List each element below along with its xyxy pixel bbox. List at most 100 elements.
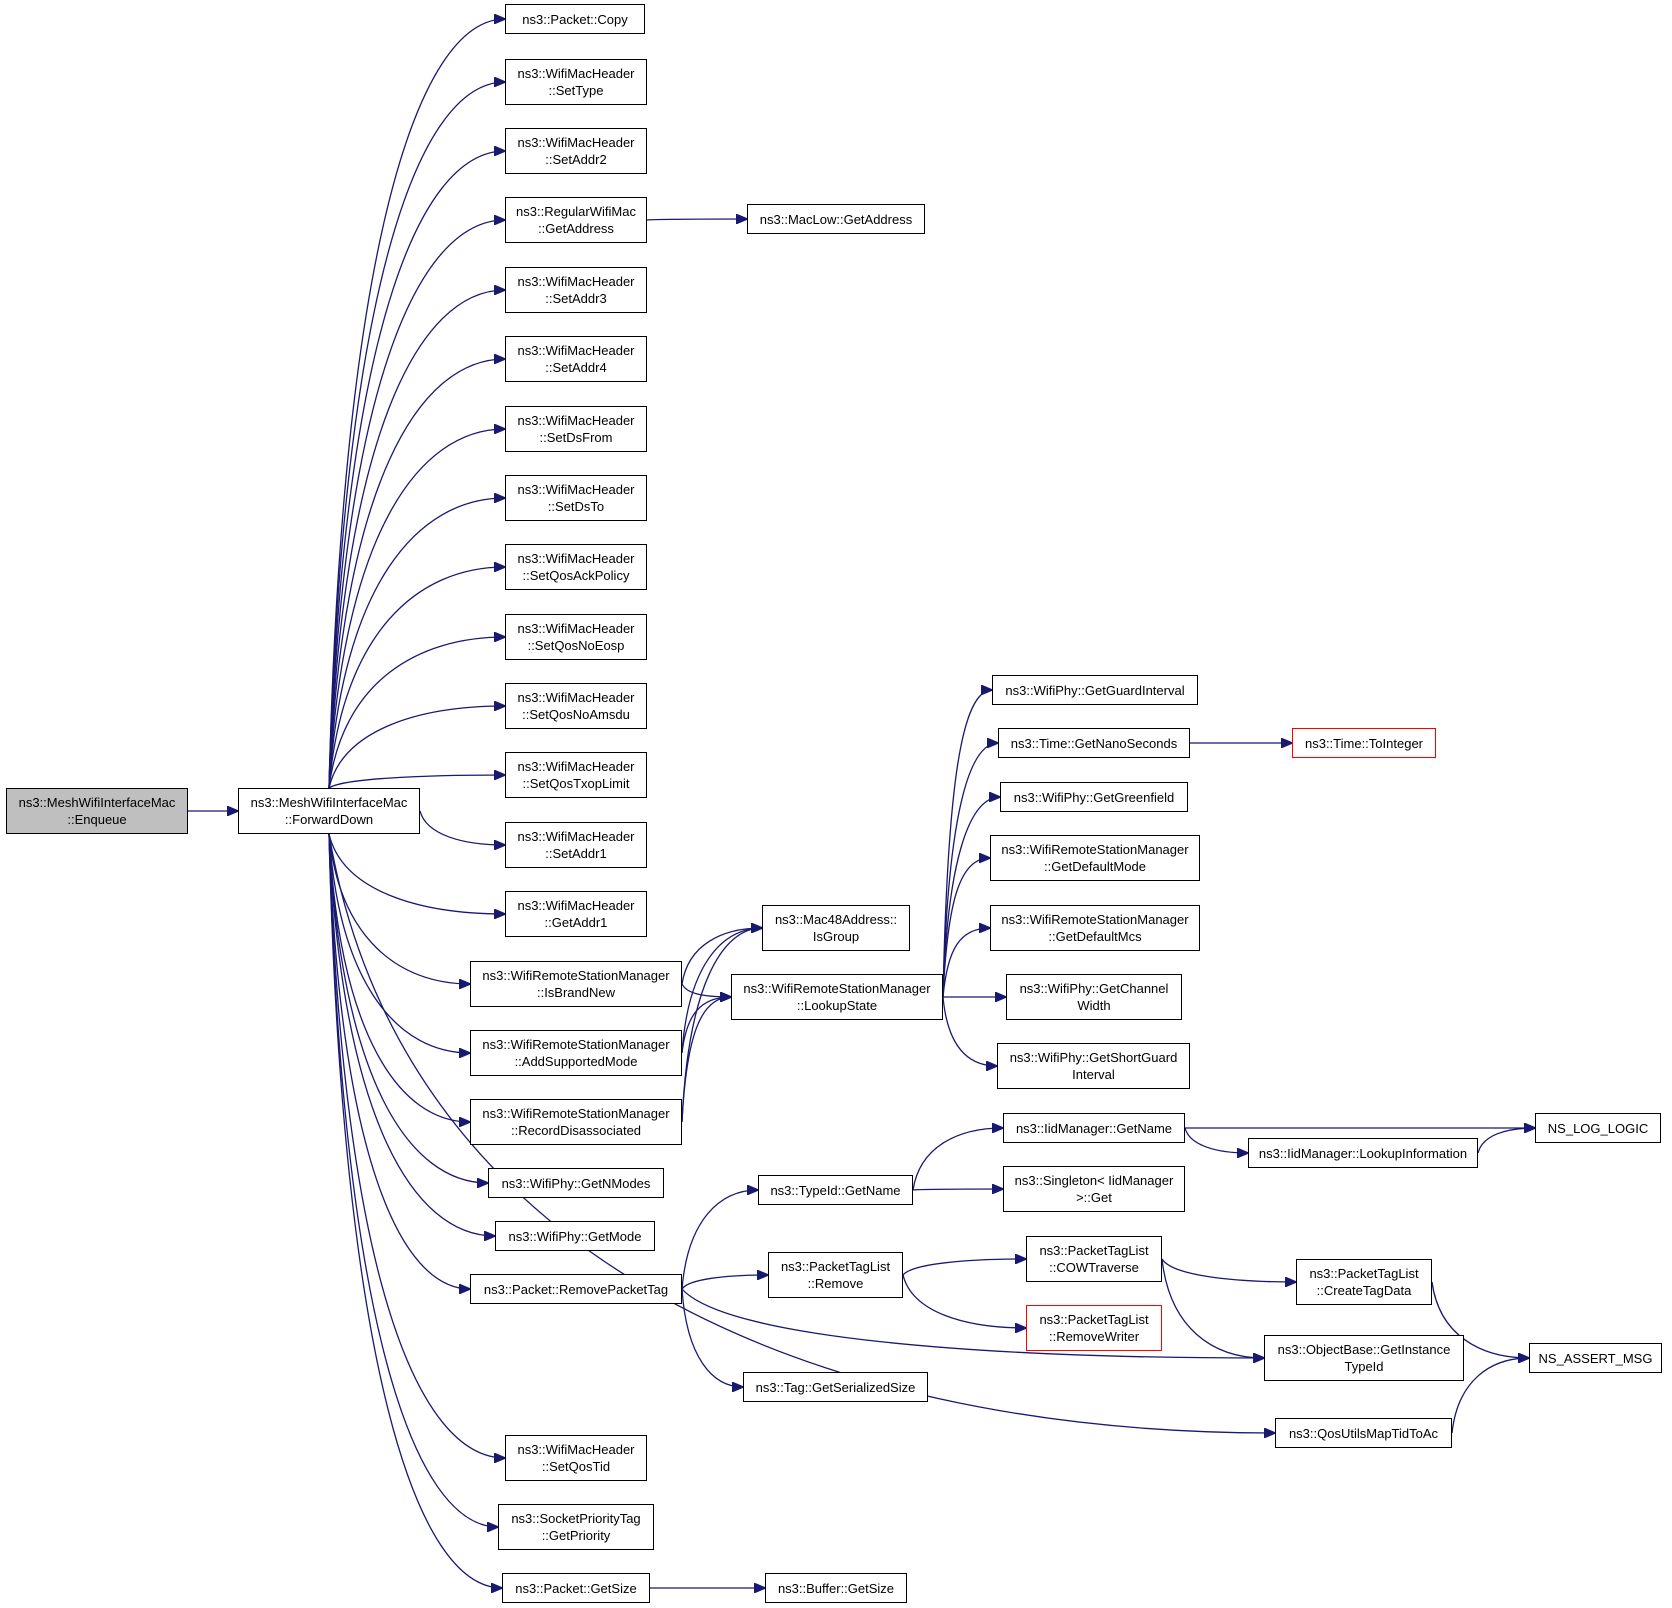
node-setqosnoamsdu[interactable]: ns3::WifiMacHeader::SetQosNoAmsdu xyxy=(505,683,647,729)
edge-iidgetname-to-lookupinformation xyxy=(1184,1127,1248,1153)
node-label-line: ns3::Mac48Address:: xyxy=(774,912,898,927)
edge-lookupstate-to-getnanoseconds xyxy=(942,743,998,998)
node-getpriority[interactable]: ns3::SocketPriorityTag::GetPriority xyxy=(498,1504,654,1550)
node-nsloglogic[interactable]: NS_LOG_LOGIC xyxy=(1535,1113,1661,1143)
edge-removepackettag-to-ptlremove xyxy=(681,1275,768,1290)
node-label-line: ::SetQosTxopLimit xyxy=(522,776,630,791)
node-typeidgetname[interactable]: ns3::TypeId::GetName xyxy=(758,1175,913,1205)
node-label-line: ::SetQosAckPolicy xyxy=(522,568,630,583)
node-label: ns3::IidManager::LookupInformation xyxy=(1259,1145,1467,1162)
edge-cowtraverse-to-createtagdata xyxy=(1161,1258,1296,1282)
node-label-line: ns3::WifiPhy::GetGuardInterval xyxy=(1005,682,1185,698)
node-createtagdata[interactable]: ns3::PacketTagList::CreateTagData xyxy=(1296,1259,1432,1305)
node-label: ns3::WifiRemoteStationManager::GetDefaul… xyxy=(1001,911,1188,945)
node-label: ns3::SocketPriorityTag::GetPriority xyxy=(511,1510,640,1544)
node-setdsto[interactable]: ns3::WifiMacHeader::SetDsTo xyxy=(505,475,647,521)
node-isgroup[interactable]: ns3::Mac48Address::IsGroup xyxy=(762,905,910,951)
node-cowtraverse[interactable]: ns3::PacketTagList::COWTraverse xyxy=(1026,1236,1162,1282)
node-label-line: ns3::PacketTagList xyxy=(1309,1266,1419,1281)
node-addsupportedmode[interactable]: ns3::WifiRemoteStationManager::AddSuppor… xyxy=(470,1030,682,1076)
node-label-line: ns3::WifiRemoteStationManager xyxy=(482,1037,670,1052)
node-buffergetsize[interactable]: ns3::Buffer::GetSize xyxy=(765,1573,907,1603)
node-lookupinformation[interactable]: ns3::IidManager::LookupInformation xyxy=(1248,1138,1478,1168)
node-getserializedsize[interactable]: ns3::Tag::GetSerializedSize xyxy=(743,1372,928,1402)
node-label-line: ::ForwardDown xyxy=(284,812,374,827)
node-label-line: ns3::WifiPhy::GetChannel xyxy=(1019,981,1169,996)
node-packetgetsize[interactable]: ns3::Packet::GetSize xyxy=(502,1573,650,1603)
node-getnanoseconds[interactable]: ns3::Time::GetNanoSeconds xyxy=(998,728,1190,758)
node-label: ns3::IidManager::GetName xyxy=(1016,1120,1172,1137)
node-setaddr2[interactable]: ns3::WifiMacHeader::SetAddr2 xyxy=(505,128,647,174)
node-getgreenfield[interactable]: ns3::WifiPhy::GetGreenfield xyxy=(1000,782,1188,812)
node-maclow[interactable]: ns3::MacLow::GetAddress xyxy=(747,204,925,234)
node-ptlremove[interactable]: ns3::PacketTagList::Remove xyxy=(768,1252,903,1298)
node-enqueue: ns3::MeshWifiInterfaceMac::Enqueue xyxy=(6,788,188,834)
node-label-line: ns3::WifiMacHeader xyxy=(517,759,635,774)
node-label: ns3::TypeId::GetName xyxy=(770,1182,900,1199)
node-lookupstate[interactable]: ns3::WifiRemoteStationManager::LookupSta… xyxy=(731,974,943,1020)
node-getguardinterval[interactable]: ns3::WifiPhy::GetGuardInterval xyxy=(992,675,1198,705)
node-label-line: ::SetType xyxy=(548,83,604,98)
node-setqostid[interactable]: ns3::WifiMacHeader::SetQosTid xyxy=(505,1435,647,1481)
node-label-line: ::RecordDisassociated xyxy=(510,1123,642,1138)
node-label: ns3::PacketTagList::RemoveWriter xyxy=(1039,1311,1148,1345)
node-qosutils[interactable]: ns3::QosUtilsMapTidToAc xyxy=(1275,1418,1452,1448)
node-label-line: ns3::WifiPhy::GetMode xyxy=(508,1228,642,1244)
node-nsassertmsg[interactable]: NS_ASSERT_MSG xyxy=(1529,1343,1662,1373)
node-label: ns3::Packet::Copy xyxy=(522,11,628,28)
edge-removepackettag-to-typeidgetname xyxy=(681,1190,758,1290)
node-singletonget[interactable]: ns3::Singleton< IidManager>::Get xyxy=(1003,1166,1185,1212)
node-label-line: ns3::WifiRemoteStationManager xyxy=(743,981,931,996)
node-label-line: ::SetQosTid xyxy=(541,1459,611,1474)
edge-lookupstate-to-getguardinterval xyxy=(942,690,992,998)
node-removepackettag[interactable]: ns3::Packet::RemovePacketTag xyxy=(470,1274,682,1304)
node-label-line: ::RemoveWriter xyxy=(1048,1329,1140,1344)
node-iidgetname[interactable]: ns3::IidManager::GetName xyxy=(1003,1113,1185,1143)
node-label-line: IsGroup xyxy=(812,929,860,944)
node-label-line: ns3::WifiMacHeader xyxy=(517,482,635,497)
edge-removepackettag-to-getserializedsize xyxy=(681,1288,743,1387)
node-getdefaultmcs[interactable]: ns3::WifiRemoteStationManager::GetDefaul… xyxy=(990,905,1200,951)
node-getnmodes[interactable]: ns3::WifiPhy::GetNModes xyxy=(488,1168,664,1198)
node-setqosackpolicy[interactable]: ns3::WifiMacHeader::SetQosAckPolicy xyxy=(505,544,647,590)
node-getaddress[interactable]: ns3::RegularWifiMac::GetAddress xyxy=(505,197,647,243)
node-label-line: ns3::WifiMacHeader xyxy=(517,66,635,81)
node-forwarddown[interactable]: ns3::MeshWifiInterfaceMac::ForwardDown xyxy=(238,788,420,834)
node-label: ns3::Buffer::GetSize xyxy=(778,1580,894,1597)
edge-forwarddown-to-settype xyxy=(328,82,505,789)
node-getdefaultmode[interactable]: ns3::WifiRemoteStationManager::GetDefaul… xyxy=(990,835,1200,881)
node-setqostxoplimit[interactable]: ns3::WifiMacHeader::SetQosTxopLimit xyxy=(505,752,647,798)
edge-forwarddown-to-packetgetsize xyxy=(328,833,502,1588)
node-label-line: ns3::SocketPriorityTag xyxy=(511,1511,641,1526)
node-setqosnoeosp[interactable]: ns3::WifiMacHeader::SetQosNoEosp xyxy=(505,614,647,660)
edge-forwarddown-to-setqostxoplimit xyxy=(328,775,505,789)
node-setaddr3[interactable]: ns3::WifiMacHeader::SetAddr3 xyxy=(505,267,647,313)
node-label-line: ns3::WifiMacHeader xyxy=(517,621,635,636)
node-label: ns3::WifiMacHeader::SetAddr2 xyxy=(517,134,634,168)
node-settype[interactable]: ns3::WifiMacHeader::SetType xyxy=(505,59,647,105)
node-recorddisassociated[interactable]: ns3::WifiRemoteStationManager::RecordDis… xyxy=(470,1099,682,1145)
node-isbrandnew[interactable]: ns3::WifiRemoteStationManager::IsBrandNe… xyxy=(470,961,682,1007)
node-copy[interactable]: ns3::Packet::Copy xyxy=(505,4,645,34)
node-label-line: ns3::WifiRemoteStationManager xyxy=(482,1106,670,1121)
node-getaddr1[interactable]: ns3::WifiMacHeader::GetAddr1 xyxy=(505,891,647,937)
node-label-line: >::Get xyxy=(1076,1190,1112,1205)
node-label-line: ns3::Tag::GetSerializedSize xyxy=(755,1379,916,1395)
node-label-line: ns3::WifiRemoteStationManager xyxy=(482,968,670,983)
node-label: ns3::WifiMacHeader::GetAddr1 xyxy=(517,897,634,931)
edge-forwarddown-to-setqosnoeosp xyxy=(328,637,505,789)
node-removewriter[interactable]: ns3::PacketTagList::RemoveWriter xyxy=(1026,1305,1162,1351)
node-tointeger[interactable]: ns3::Time::ToInteger xyxy=(1292,728,1436,758)
node-getmode[interactable]: ns3::WifiPhy::GetMode xyxy=(495,1221,655,1251)
node-label: ns3::WifiMacHeader::SetQosNoAmsdu xyxy=(517,689,634,723)
node-setdsfrom[interactable]: ns3::WifiMacHeader::SetDsFrom xyxy=(505,406,647,452)
node-setaddr4[interactable]: ns3::WifiMacHeader::SetAddr4 xyxy=(505,336,647,382)
edge-forwarddown-to-setaddr2 xyxy=(328,151,505,789)
node-label-line: ns3::WifiRemoteStationManager xyxy=(1001,842,1189,857)
edge-ptlremove-to-removewriter xyxy=(902,1274,1026,1328)
node-label-line: ::AddSupportedMode xyxy=(514,1054,638,1069)
node-setaddr1[interactable]: ns3::WifiMacHeader::SetAddr1 xyxy=(505,822,647,868)
